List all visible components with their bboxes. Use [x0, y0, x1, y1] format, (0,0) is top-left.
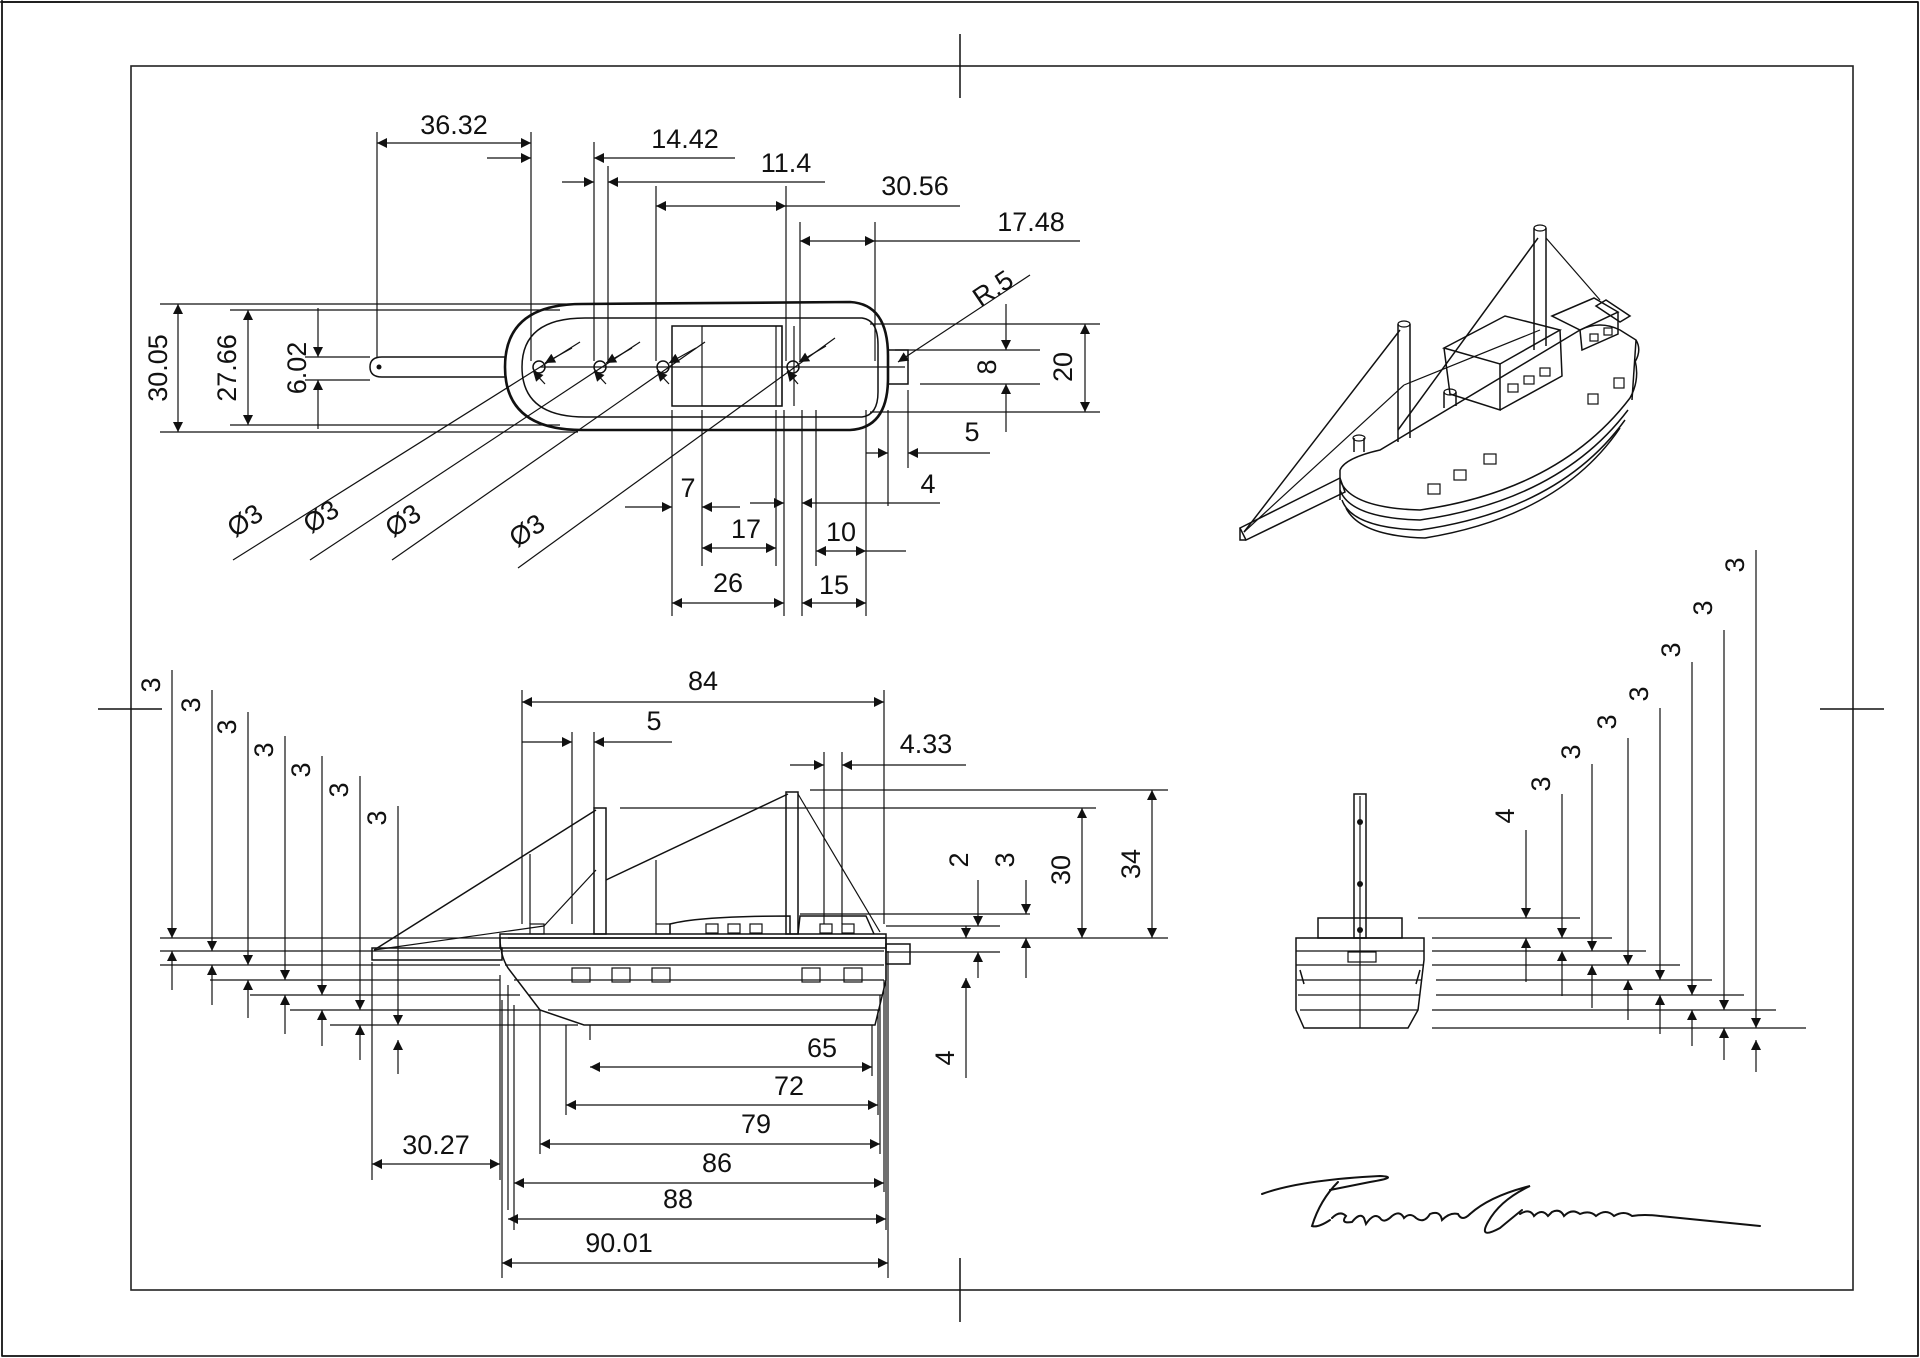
dim-side-90-01: 90.01 [585, 1228, 653, 1258]
dim-side-2: 2 [944, 852, 974, 867]
dim-top-30-05: 30.05 [143, 334, 173, 402]
dim-side-34: 34 [1116, 849, 1146, 879]
dim-side-4-33: 4.33 [900, 729, 953, 759]
dim-front-3-c: 3 [1592, 714, 1622, 729]
dim-top-36-32: 36.32 [420, 110, 488, 140]
dim-top-14-42: 14.42 [651, 124, 719, 154]
hole-callout-2: Ø3 [298, 494, 345, 539]
front-view: 4 3 3 3 3 3 3 3 [1295, 550, 1806, 1072]
front-view-hull [1295, 937, 1425, 1029]
dim-top-30-56: 30.56 [881, 171, 949, 201]
dim-side-5: 5 [646, 706, 661, 736]
front-view-dimension-lines [1521, 550, 1761, 1072]
dim-side-3: 3 [990, 852, 1020, 867]
dim-front-3-b: 3 [1556, 744, 1586, 759]
hole-callout-1: Ø3 [222, 498, 269, 543]
dim-top-17-48: 17.48 [997, 207, 1065, 237]
dim-top-15: 15 [819, 570, 849, 600]
top-view-deckhouse [671, 325, 783, 407]
dim-layer-2: 3 [176, 697, 206, 712]
side-view-dimension-lines [167, 670, 1157, 1268]
dim-top-6-02: 6.02 [282, 342, 312, 395]
top-view-dimension-lines [173, 138, 1090, 608]
dim-top-radius: R.5 [967, 264, 1019, 312]
dim-side-65: 65 [807, 1033, 837, 1063]
dim-layer-7: 3 [362, 810, 392, 825]
dim-layer-5: 3 [286, 762, 316, 777]
hole-callout-3: Ø3 [380, 498, 427, 543]
dim-front-3-d: 3 [1624, 686, 1654, 701]
dim-front-4: 4 [1490, 808, 1520, 823]
top-view-hull-outer [503, 300, 890, 432]
front-view-extension-lines [1418, 917, 1806, 1029]
dim-top-10: 10 [826, 517, 856, 547]
dim-top-27-66: 27.66 [212, 334, 242, 402]
drawing-frame [130, 65, 1854, 1291]
dim-side-4: 4 [930, 1050, 960, 1065]
dim-side-30-27: 30.27 [402, 1130, 470, 1160]
dim-top-26: 26 [713, 568, 743, 598]
dim-side-88: 88 [663, 1184, 693, 1214]
hole-callout-4: Ø3 [504, 508, 551, 553]
dim-layer-6: 3 [324, 782, 354, 797]
side-view: 84 5 4.33 2 3 30 34 4 65 72 79 86 88 90.… [136, 666, 1168, 1278]
top-view-extension-lines [160, 132, 1100, 616]
side-view-extension-lines [160, 690, 1168, 1278]
dim-layer-1: 3 [136, 677, 166, 692]
dim-side-30: 30 [1046, 855, 1076, 885]
dim-top-4: 4 [920, 469, 935, 499]
dim-front-3-e: 3 [1656, 642, 1686, 657]
top-view-hull-inner [521, 317, 879, 418]
dim-top-8: 8 [972, 359, 1002, 374]
dim-side-72: 72 [774, 1071, 804, 1101]
dim-top-11-4: 11.4 [761, 148, 812, 178]
dim-layer-3: 3 [212, 719, 242, 734]
dim-top-17: 17 [731, 514, 761, 544]
dim-top-20: 20 [1048, 352, 1078, 382]
dim-side-84: 84 [688, 666, 718, 696]
isometric-view [1238, 224, 1640, 541]
dim-front-3-a: 3 [1526, 776, 1556, 791]
dim-front-3-g: 3 [1720, 557, 1750, 572]
dim-side-79: 79 [741, 1109, 771, 1139]
signature [1261, 1174, 1761, 1234]
dim-side-86: 86 [702, 1148, 732, 1178]
dim-layer-4: 3 [249, 742, 279, 757]
dim-top-5: 5 [964, 417, 979, 447]
dim-front-3-f: 3 [1688, 600, 1718, 615]
top-view: 36.32 14.42 11.4 30.56 17.48 R.5 30.05 2… [143, 110, 1100, 616]
dim-top-7: 7 [680, 473, 695, 503]
hole-leaders [232, 337, 836, 569]
top-view-bowsprit [369, 356, 505, 378]
center-marks [98, 34, 1884, 1322]
